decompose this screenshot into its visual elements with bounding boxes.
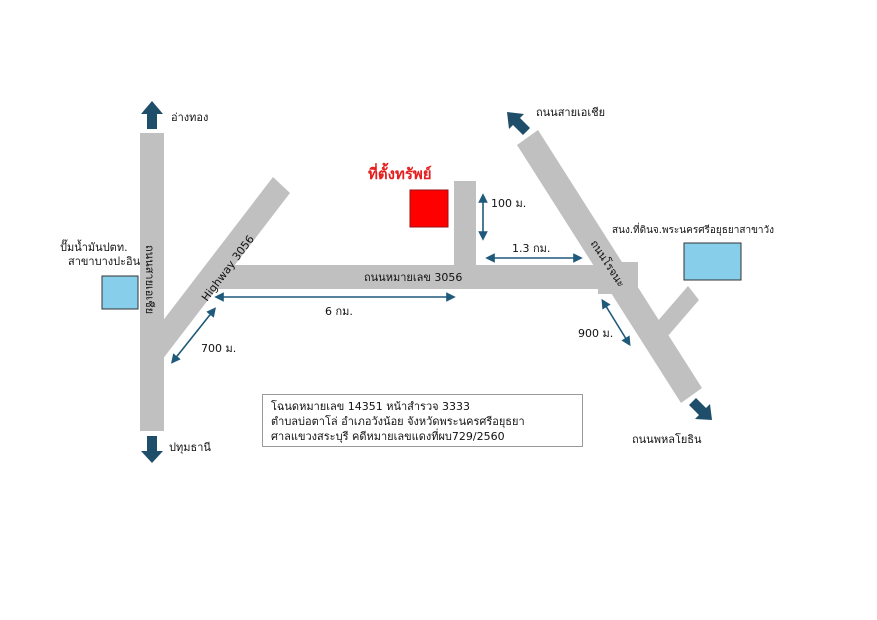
destination-south-left: ปทุมธานี <box>169 441 211 454</box>
property-marker <box>409 189 449 228</box>
destination-north-right: ถนนสายเอเชีย <box>536 106 606 119</box>
distance-spur: 100 ม. <box>491 197 527 210</box>
land-office-label: สนง.ที่ดินจ.พระนครศรีอยุธยาสาขาวัง <box>612 225 775 236</box>
gas-station-label-1: ปั๊มน้ำมันปตท. <box>60 241 128 254</box>
land-office-box <box>683 242 742 281</box>
distance-diag-right: 900 ม. <box>578 327 614 340</box>
road-stub-right <box>598 262 638 294</box>
gas-station-box <box>101 275 139 310</box>
distance-diag-left: 700 ม. <box>201 342 237 355</box>
distance-west: 6 กม. <box>325 305 353 318</box>
road-branch-right <box>650 286 699 344</box>
road-label-main: ถนนหมายเลข 3056 <box>364 271 463 284</box>
property-title: ที่ตั้งทรัพย์ <box>368 165 432 183</box>
road-main-horizontal <box>212 265 612 289</box>
road-label-vertical-left: ถนนสายเอเชีย <box>143 245 156 315</box>
gas-station-label-2: สาขาบางปะอิน <box>68 255 141 268</box>
deed-info-line-3: ศาลแขวงสระบุรี คดีหมายเลขแดงที่ผบ729/256… <box>271 430 505 443</box>
destination-south-right: ถนนพหลโยธิน <box>632 433 702 446</box>
double-arrow-icon <box>601 298 631 347</box>
road-vertical-left <box>140 133 164 431</box>
deed-info-line-1: โฉนดหมายเลข 14351 หน้าสำรวจ 3333 <box>271 400 471 413</box>
arrow-diagonal-icon <box>689 398 712 420</box>
arrow-diagonal-icon <box>507 112 530 135</box>
arrow-up-icon <box>141 101 163 129</box>
arrow-down-icon <box>141 436 163 463</box>
roads <box>140 130 702 431</box>
destination-north-left: อ่างทอง <box>171 111 209 124</box>
deed-info-line-2: ตำบลบ่อตาโล่ อำเภอวังน้อย จังหวัดพระนครศ… <box>271 415 525 428</box>
deed-info-box: โฉนดหมายเลข 14351 หน้าสำรวจ 3333 ตำบลบ่อ… <box>262 394 583 447</box>
distance-east: 1.3 กม. <box>512 242 551 255</box>
road-spur <box>454 181 476 266</box>
double-arrow-icon <box>171 307 216 364</box>
